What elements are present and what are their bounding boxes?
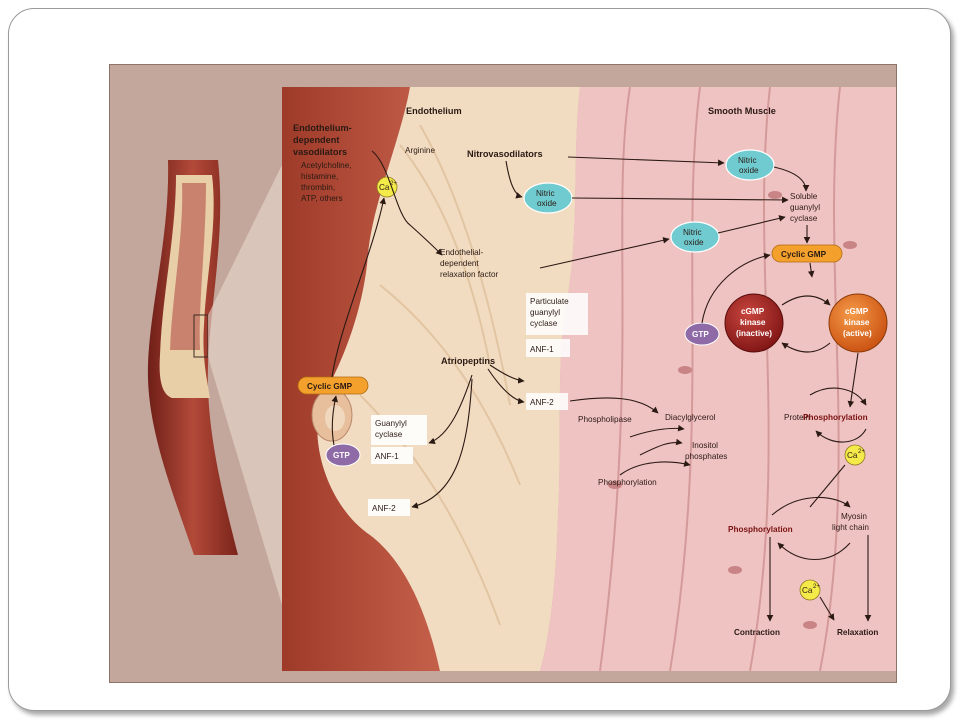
svg-text:2+: 2+ [858,449,865,455]
gtp-node-endothelium: GTP [325,443,361,467]
label-phosphorylation-myosin: Phosphorylation [728,525,793,534]
svg-text:Nitric: Nitric [738,156,757,165]
svg-text:cyclase: cyclase [375,430,403,439]
label-arginine: Arginine [405,146,435,155]
svg-text:ANF-2: ANF-2 [530,398,554,407]
svg-text:Myosin: Myosin [841,512,867,521]
svg-text:light chain: light chain [832,523,869,532]
ca-node-muscle-bottom: Ca 2+ [799,579,821,601]
svg-text:oxide: oxide [537,199,557,208]
particulate-guanylyl-cyclase-box: Particulate guanylyl cyclase ANF-1 [526,293,588,357]
nitric-oxide-node-endothelium: Nitric oxide [523,182,573,214]
svg-text:Endothelial-: Endothelial- [440,248,484,257]
svg-text:2+: 2+ [390,181,397,187]
label-nitrovasodilators: Nitrovasodilators [467,149,543,159]
svg-text:guanylyl: guanylyl [530,308,560,317]
svg-text:ATP, others: ATP, others [301,194,343,203]
guanylyl-cyclase-box: Guanylyl cyclase ANF-1 [371,415,427,464]
label-phospholipase: Phospholipase [578,415,632,424]
svg-text:Nitric: Nitric [536,189,555,198]
cgmp-kinase-inactive-node: cGMP kinase (inactive) [724,293,784,353]
svg-text:relaxation factor: relaxation factor [440,270,499,279]
svg-text:Inositol: Inositol [692,441,718,450]
diagram-svg: Endothelium Smooth Muscle Endothelium- d… [147,86,896,672]
gtp-node-muscle: GTP [684,322,720,346]
svg-text:Cyclic GMP: Cyclic GMP [781,250,827,259]
endothelium-dependent-vasodilators: Endothelium- dependent vasodilators Acet… [293,123,352,203]
label-atriopeptins: Atriopeptins [441,356,495,366]
label-protein-phosphorylation: Phosphorylation [803,413,868,422]
ca-node-top: Ca 2+ [376,176,398,198]
svg-text:cyclase: cyclase [530,319,558,328]
label-protein: Protein [784,413,810,422]
svg-text:oxide: oxide [684,238,704,247]
svg-text:dependent: dependent [293,135,339,145]
anf2-box-endothelium: ANF-2 [526,393,568,410]
svg-text:(active): (active) [843,329,872,338]
svg-text:Guanylyl: Guanylyl [375,419,407,428]
nitric-oxide-node-muscle-mid: Nitric oxide [670,221,720,253]
svg-text:oxide: oxide [739,166,759,175]
slide-frame: Endothelium Smooth Muscle Endothelium- d… [8,8,951,711]
svg-text:kinase: kinase [740,318,766,327]
svg-text:ANF-2: ANF-2 [372,504,396,513]
endothelial-wall [282,87,440,671]
svg-text:vasodilators: vasodilators [293,147,347,157]
cyclic-gmp-node-muscle: Cyclic GMP [771,244,843,263]
svg-text:Acetylcholine,: Acetylcholine, [301,161,352,170]
svg-text:guanylyl: guanylyl [790,203,820,212]
svg-text:ANF-1: ANF-1 [375,452,399,461]
nitric-oxide-node-muscle-top: Nitric oxide [725,149,775,181]
svg-text:cGMP: cGMP [845,307,869,316]
smooth-muscle-region [540,86,896,672]
svg-text:Ca: Ca [847,451,858,460]
svg-text:GTP: GTP [692,330,709,339]
svg-text:histamine,: histamine, [301,172,338,181]
pathway-arrows [331,150,872,622]
label-diacylglycerol: Diacylglycerol [665,413,716,422]
anf2-box-wall: ANF-2 [368,499,410,516]
svg-text:GTP: GTP [333,451,350,460]
label-contraction: Contraction [734,628,780,637]
label-relaxation: Relaxation [837,628,878,637]
label-inositol-phosphates: Inositol phosphates [685,441,727,461]
svg-text:Endothelium-: Endothelium- [293,123,352,133]
svg-text:dependent: dependent [440,259,479,268]
label-smooth-muscle: Smooth Muscle [708,106,776,116]
label-edrf: Endothelial- dependent relaxation factor [440,248,499,279]
label-soluble-guanylyl-cyclase: Soluble guanylyl cyclase [790,192,820,223]
svg-text:Nitric: Nitric [683,228,702,237]
svg-text:Soluble: Soluble [790,192,818,201]
svg-text:Cyclic GMP: Cyclic GMP [307,382,353,391]
svg-text:(inactive): (inactive) [736,329,772,338]
svg-text:ANF-1: ANF-1 [530,345,554,354]
svg-text:Ca: Ca [802,586,813,595]
svg-text:Ca: Ca [379,183,390,192]
blood-vessel-illustration [147,160,282,605]
svg-text:2+: 2+ [813,584,820,590]
svg-text:phosphates: phosphates [685,452,727,461]
label-phosphorylation-lower: Phosphorylation [598,478,657,487]
ca-node-muscle-right: Ca 2+ [844,444,866,466]
cgmp-kinase-active-node: cGMP kinase (active) [828,293,888,353]
vasodilation-diagram: Endothelium Smooth Muscle Endothelium- d… [109,64,897,683]
svg-text:cyclase: cyclase [790,214,818,223]
label-myosin-light-chain: Myosin light chain [832,512,869,532]
svg-text:thrombin,: thrombin, [301,183,335,192]
label-endothelium: Endothelium [406,106,462,116]
cyclic-gmp-node-endothelium: Cyclic GMP [297,376,369,395]
svg-text:cGMP: cGMP [741,307,765,316]
svg-text:kinase: kinase [844,318,870,327]
svg-text:Particulate: Particulate [530,297,569,306]
